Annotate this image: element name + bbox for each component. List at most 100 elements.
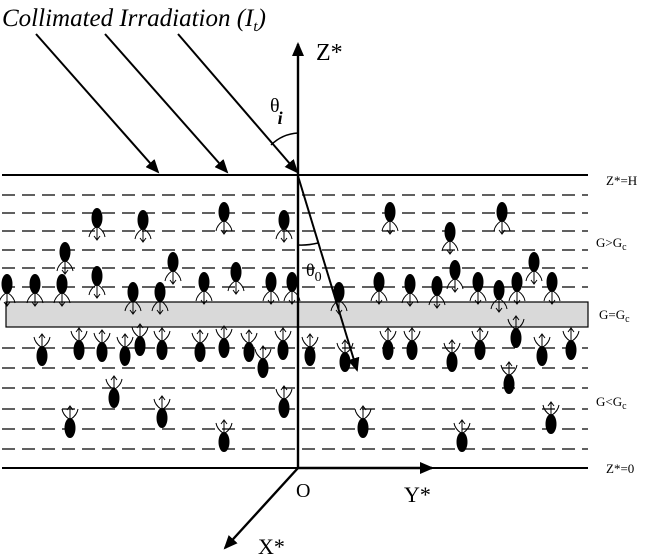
organism-flagellum [271,290,280,302]
organism-flagellum [443,342,452,354]
diagram-title: Collimated Irradiation (It) [2,5,266,35]
organism-body [96,342,108,362]
organism-swimming-down [508,272,526,305]
organism-body [218,432,230,452]
dashed-grid-lines [2,194,588,450]
organism-body [333,282,345,302]
organism-flagellum [61,408,70,420]
organism-swimming-up [191,329,209,362]
organism-body [73,340,85,360]
organism-body [444,222,456,242]
organism-body [278,210,290,230]
organism-body [218,338,230,358]
organism-body [59,242,71,262]
organism-arrow-tip [512,315,520,321]
organism-body [277,340,289,360]
organism-arrow-tip [505,361,513,367]
organism-flagellum [525,270,534,282]
organism-swimming-up [105,375,123,408]
organism-flagellum [450,240,459,252]
organism-body [503,374,515,394]
organism-body [257,358,269,378]
organism-swimming-up [443,339,461,372]
organism-flagellum [517,290,526,302]
organism-arrow-tip [169,279,177,285]
organism-flagellum [551,404,560,416]
organism-flagellum [140,326,149,338]
organism-body [36,346,48,366]
organism-flagellum [26,292,35,304]
organism-swimming-down [446,260,464,293]
organism-flagellum [509,364,518,376]
organism-swimming-down [401,274,419,307]
organism-flagellum [283,290,292,302]
organism-flagellum [490,298,499,310]
refracted-ray-arrow [297,175,360,372]
organism-arrow-tip [66,405,74,411]
organism-flagellum [215,422,224,434]
organism-swimming-down [164,252,182,285]
organism-body [286,272,298,292]
organism-flagellum [301,336,310,348]
organism-flagellum [571,330,580,342]
organism-body [528,252,540,272]
organism-swimming-up [70,327,88,360]
organism-body [536,346,548,366]
organism-flagellum [262,290,271,302]
organism-flagellum [153,398,162,410]
organism-arrow-tip [93,235,101,241]
organism-body [511,272,523,292]
organism-arrow-tip [547,401,555,407]
organism-flagellum [227,280,236,292]
organism-swimming-down [151,282,169,315]
organism-body [154,282,166,302]
organism-flagellum [543,290,552,302]
organism-arrow-tip [129,309,137,315]
organism-body [446,352,458,372]
organism-arrow-tip [156,309,164,315]
organism-arrow-tip [288,299,296,305]
organism-swimming-up [542,401,560,434]
organism-body [137,210,149,230]
organism-flagellum [441,240,450,252]
organism-flagellum [56,260,65,272]
organism-body [493,280,505,300]
incident-ray-arrow [104,33,229,174]
upward-swimming-organisms [0,202,561,315]
organism-flagellum [215,220,224,232]
critical-layer-label: G=Gc [599,307,630,325]
organism-flagellum [469,290,478,302]
organism-flagellum [283,330,292,342]
organism-swimming-down [215,202,233,235]
organism-body [565,340,577,360]
organism-arrow-tip [280,385,288,391]
title-subscript: t [253,19,258,35]
organism-flagellum [471,330,480,342]
organism-flagellum [70,408,79,420]
organism-arrow-tip [38,333,46,339]
organism-arrow-tip [200,299,208,305]
organism-flagellum [310,336,319,348]
organism-body [474,340,486,360]
organism-swimming-up [507,315,525,348]
organism-flagellum [410,292,419,304]
organism-swimming-up [116,333,134,366]
organism-arrow-tip [408,327,416,333]
organism-flagellum [354,408,363,420]
organism-swimming-up [453,419,471,452]
organism-flagellum [534,270,543,282]
organism-arrow-tip [267,299,275,305]
organism-flagellum [131,326,140,338]
refracted-angle-symbol: θ [306,260,315,280]
organism-swimming-down [134,210,152,243]
organism-flagellum [542,336,551,348]
organism-flagellum [249,332,258,344]
organism-swimming-down [441,222,459,255]
x-axis [223,467,299,550]
organism-swimming-down [543,272,561,305]
organism-flagellum [275,228,284,240]
organism-swimming-up [275,385,293,418]
organism-body [545,414,557,434]
organism-arrow-tip [245,329,253,335]
organism-swimming-down [124,282,142,315]
